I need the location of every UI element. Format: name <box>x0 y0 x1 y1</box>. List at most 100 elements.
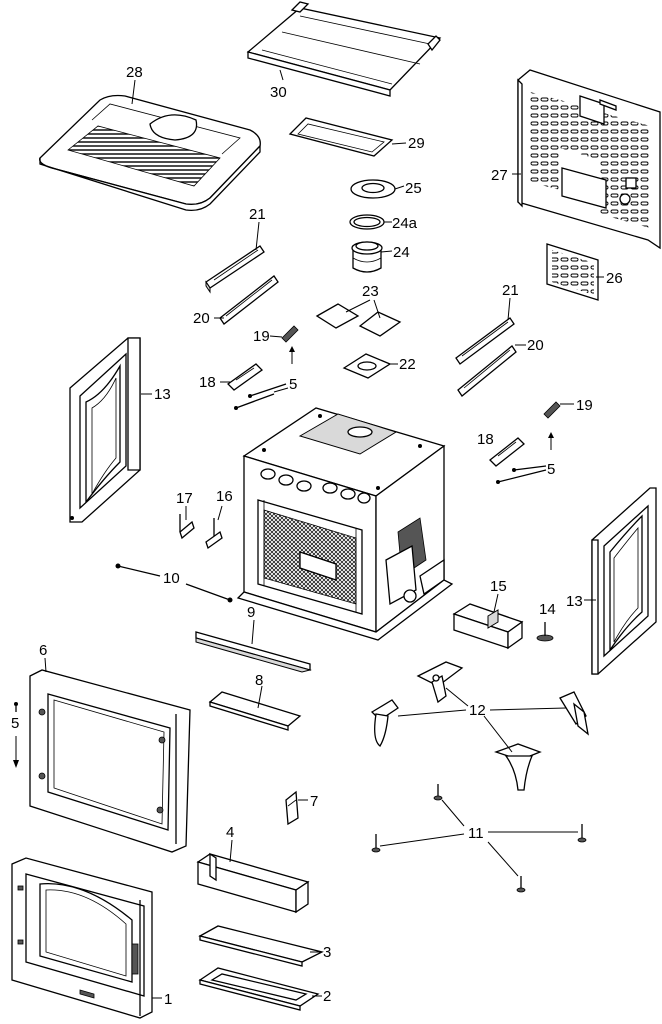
part-6-front-frame <box>29 669 191 853</box>
part-13-right-side-panel <box>591 487 657 675</box>
part-9-bar <box>195 631 312 673</box>
label-13a: 13 <box>154 386 171 403</box>
main-firebox-assembly <box>236 407 454 641</box>
part-16-clip <box>205 518 223 550</box>
leader-5a <box>273 387 289 393</box>
arrowhead-19a <box>289 346 295 352</box>
label-16: 16 <box>216 488 233 505</box>
part-15-ash-pan <box>452 603 524 650</box>
leader-23a <box>345 299 371 313</box>
part-19-right-bracket <box>543 401 561 419</box>
part-7-bracket <box>285 790 299 826</box>
label-19b: 19 <box>576 397 593 414</box>
label-5a: 5 <box>289 376 297 393</box>
part-21-left-rail <box>205 245 265 294</box>
label-11: 11 <box>468 825 484 842</box>
label-12: 12 <box>469 702 486 719</box>
part-23-plates <box>315 303 402 337</box>
label-20a: 20 <box>193 310 210 327</box>
part-11-feet <box>371 784 587 893</box>
leader-29 <box>391 142 407 145</box>
leader-24 <box>380 250 393 253</box>
label-4: 4 <box>226 824 234 841</box>
part-24a-ring <box>349 214 385 230</box>
label-15: 15 <box>490 578 507 595</box>
part-10-rod <box>115 563 233 603</box>
part-27-rear-panel <box>517 69 661 250</box>
leader-21b <box>507 297 511 321</box>
leader-12d <box>483 715 513 753</box>
leader-11a <box>441 799 465 827</box>
label-27: 27 <box>491 167 508 184</box>
label-24a: 24a <box>392 215 418 232</box>
part-25-flange <box>350 179 396 199</box>
leader-11b <box>379 833 465 847</box>
label-9: 9 <box>247 604 255 621</box>
label-22: 22 <box>399 356 416 373</box>
part-5-screws-right <box>496 465 547 484</box>
part-5-screws-left <box>13 702 19 768</box>
leader-30 <box>279 69 284 81</box>
label-5c: 5 <box>11 715 19 732</box>
label-13b: 13 <box>566 593 583 610</box>
label-6: 6 <box>39 642 47 659</box>
part-1-front-door <box>11 857 153 1019</box>
label-19a: 19 <box>253 328 270 345</box>
part-20-right-rail <box>457 345 517 397</box>
label-7: 7 <box>310 793 318 810</box>
label-2: 2 <box>323 988 331 1005</box>
label-20b: 20 <box>527 337 544 354</box>
leader-9 <box>251 619 255 645</box>
label-26: 26 <box>606 270 623 287</box>
leader-12a <box>445 687 469 707</box>
leader-11d <box>487 841 519 877</box>
part-20-left-rail <box>219 275 279 325</box>
part-30-top-plate <box>246 1 442 97</box>
label-3: 3 <box>323 944 331 961</box>
part-26-vent-grille <box>546 243 599 301</box>
part-24-collar <box>351 241 383 273</box>
part-2-frame <box>198 967 320 1011</box>
part-3-plate <box>198 925 324 967</box>
label-8: 8 <box>255 672 263 689</box>
leader-16 <box>217 505 223 521</box>
label-10: 10 <box>163 570 180 587</box>
part-18-right-bracket <box>489 437 525 467</box>
leader-19a <box>269 335 283 338</box>
part-13-left-side-panel <box>69 337 141 523</box>
arrowhead-19b <box>548 432 554 438</box>
label-30: 30 <box>270 84 287 101</box>
label-21b: 21 <box>502 282 519 299</box>
part-12-leg-brackets <box>370 661 589 791</box>
leader-12c <box>489 707 567 711</box>
leader-12b <box>397 709 467 717</box>
label-23: 23 <box>362 283 379 300</box>
leader-28 <box>131 79 136 105</box>
label-14: 14 <box>539 601 556 618</box>
leader-21a <box>255 221 260 251</box>
part-21-right-rail <box>455 317 515 365</box>
leader-6 <box>44 657 47 673</box>
part-19-left-bracket <box>281 325 299 343</box>
label-1: 1 <box>164 991 172 1008</box>
label-18a: 18 <box>199 374 216 391</box>
leader-4 <box>229 839 233 863</box>
leader-8 <box>257 685 263 709</box>
part-17-clip <box>179 514 195 540</box>
leader-25 <box>394 185 405 190</box>
part-29-gasket <box>288 117 394 157</box>
part-5-screws-upper <box>234 383 287 410</box>
label-29: 29 <box>408 135 425 152</box>
part-18-left-bracket <box>226 363 264 391</box>
label-21a: 21 <box>249 206 266 223</box>
leader-15 <box>493 593 499 613</box>
label-17: 17 <box>176 490 193 507</box>
label-5b: 5 <box>547 461 555 478</box>
part-8-deflector <box>208 691 302 731</box>
label-24: 24 <box>393 244 410 261</box>
label-28: 28 <box>126 64 143 81</box>
leader-23b <box>373 299 381 319</box>
part-28-top-cover <box>39 94 261 212</box>
label-25: 25 <box>405 180 422 197</box>
